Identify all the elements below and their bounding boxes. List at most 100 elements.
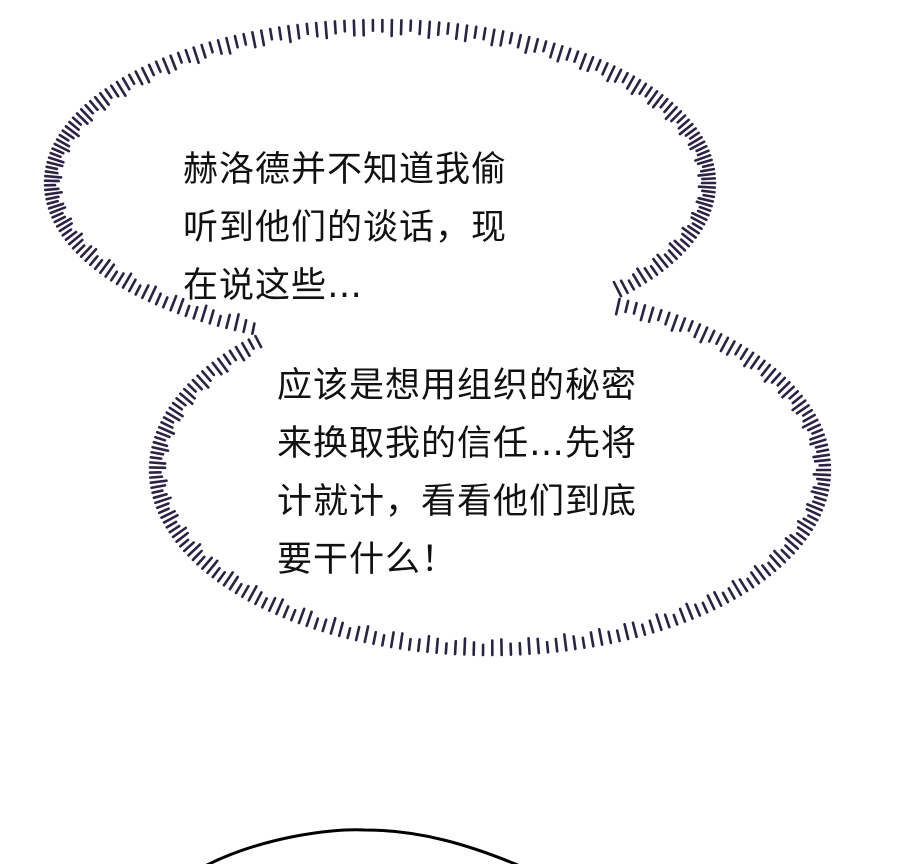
bubble-spike — [151, 445, 170, 453]
bubble-spike — [679, 238, 691, 248]
bubble-spike — [352, 19, 356, 37]
bubble-spike — [184, 48, 192, 64]
bubble-spike — [247, 338, 255, 350]
bubble-spike — [681, 226, 697, 239]
bubble-spike — [169, 294, 178, 312]
bubble-spike — [305, 22, 310, 36]
bubble-spike — [623, 622, 630, 641]
bubble-spike — [639, 304, 647, 322]
spiky-bubble-outline — [43, 18, 832, 657]
bubble-spike — [61, 129, 75, 140]
bubble-spike — [225, 36, 232, 55]
bubble-spike — [187, 383, 198, 393]
bubble-spike — [162, 513, 179, 524]
bubble-spike — [282, 605, 290, 619]
bubble-spike — [154, 496, 172, 505]
bubble-spike — [228, 575, 240, 591]
bubble-spike — [372, 630, 378, 646]
bubble-spike — [818, 463, 832, 467]
bubble-spike — [810, 490, 829, 497]
next-bubble-outline — [205, 828, 520, 864]
bubble-spike — [216, 357, 229, 373]
bubble-spike — [589, 631, 595, 648]
bubble-spike — [427, 20, 432, 40]
bubble-spike — [64, 124, 80, 138]
bubble-spike — [71, 238, 84, 250]
bubble-spike — [251, 30, 257, 49]
bubble-spike — [697, 172, 716, 177]
bubble-spike — [343, 19, 347, 33]
bubble-spike — [678, 317, 687, 333]
bubble-spike — [663, 101, 674, 114]
bubble-spike — [152, 440, 169, 448]
bubble-spike — [556, 44, 564, 63]
bubble-spike — [595, 58, 602, 72]
bubble-spike — [791, 394, 803, 405]
bubble-spike — [516, 33, 523, 49]
bubble-spike — [150, 450, 165, 456]
bubble-spike — [51, 211, 64, 219]
bubble-spike — [693, 323, 702, 339]
bubble-spike — [702, 193, 716, 199]
bubble-spike — [806, 514, 819, 522]
bubble-spike — [694, 603, 702, 617]
bubble-spike — [695, 144, 708, 153]
bubble-spike — [216, 314, 222, 327]
bubble-spike — [652, 257, 664, 273]
bubble-spike — [115, 80, 127, 97]
bubble-spike — [240, 341, 251, 358]
bubble-spike — [418, 19, 422, 36]
bubble-spike — [168, 406, 184, 418]
bubble-spike — [61, 228, 73, 237]
bubble-spike — [655, 613, 663, 632]
bubble-spike — [753, 565, 766, 581]
bubble-spike — [809, 438, 827, 446]
bubble-spike — [689, 140, 706, 151]
bubble-spike — [51, 147, 65, 155]
bubble-spike — [346, 626, 352, 640]
bubble-spike — [176, 297, 185, 315]
bubble-spike — [161, 296, 169, 309]
bubble-spike — [148, 475, 164, 479]
bubble-spike — [701, 163, 715, 169]
bubble-spike — [788, 390, 800, 400]
bubble-spike — [313, 617, 320, 630]
bubble-spike — [668, 242, 683, 256]
bubble-spike — [222, 353, 232, 366]
bubble-spike — [638, 82, 648, 96]
bubble-spike — [812, 486, 830, 492]
bubble-spike — [147, 285, 158, 303]
bubble-spike — [772, 549, 787, 564]
bubble-spike — [154, 435, 167, 442]
bubble-spike — [233, 34, 239, 49]
bubble-spike — [259, 29, 266, 47]
bubble-spike — [482, 26, 487, 41]
bubble-spike — [228, 349, 238, 362]
bubble-spike — [200, 304, 208, 323]
bubble-spike — [815, 448, 830, 454]
bubble-spike — [691, 222, 703, 231]
bubble-spike — [463, 637, 467, 656]
bubble-spike — [734, 343, 743, 356]
bubble-spike — [79, 108, 94, 122]
bubble-spike — [696, 149, 710, 157]
bubble-spike — [53, 215, 67, 224]
bubble-spike — [767, 561, 777, 573]
bubble-spike — [104, 88, 113, 100]
bubble-spike — [444, 642, 448, 655]
bubble-spike — [151, 489, 164, 495]
bubble-spike — [55, 138, 71, 148]
bubble-spike — [208, 309, 215, 325]
bubble-spike — [208, 41, 214, 54]
bubble-spike — [606, 65, 616, 83]
bubble-spike — [407, 637, 412, 651]
bubble-spike — [636, 267, 648, 284]
bubble-spike — [150, 484, 167, 490]
bubble-spike — [155, 430, 171, 439]
bubble-spike — [743, 351, 755, 368]
bubble-spike — [663, 253, 674, 265]
bubble-spike — [68, 232, 83, 246]
bubble-spike — [713, 590, 723, 607]
bubble-spike — [75, 244, 86, 254]
